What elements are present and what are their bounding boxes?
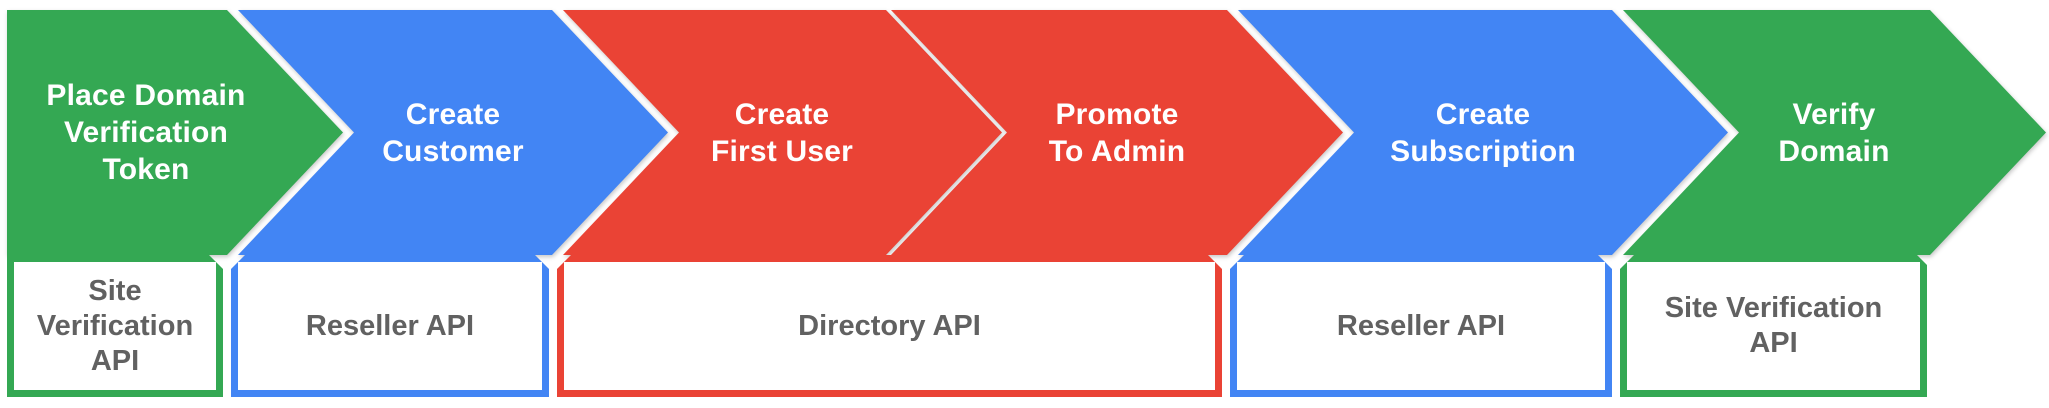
step-label-create-customer: Create Customer xyxy=(382,98,524,168)
api-box-site-verification-right: Site Verification API xyxy=(1620,255,1927,397)
step-label-place-domain-verification-token: Place Domain Verification Token xyxy=(46,79,246,186)
api-box-site-verification-left: Site Verification API xyxy=(7,255,223,397)
api-box-reseller-right: Reseller API xyxy=(1230,255,1612,397)
step-label-create-first-user: Create First User xyxy=(710,98,854,168)
step-label-create-subscription: Create Subscription xyxy=(1390,98,1576,168)
chevron-promote-to-admin xyxy=(891,10,1343,255)
api-box-reseller-left: Reseller API xyxy=(231,255,549,397)
chevron-create-customer xyxy=(238,10,668,255)
chevron-create-first-user xyxy=(563,10,1002,255)
chevron-verify-domain xyxy=(1623,10,2046,255)
chevron-create-subscription xyxy=(1238,10,1728,255)
api-box-directory: Directory API xyxy=(557,255,1222,397)
step-label-promote-to-admin: Promote To Admin xyxy=(1048,98,1186,168)
step-label-verify-domain: Verify Domain xyxy=(1778,98,1890,168)
